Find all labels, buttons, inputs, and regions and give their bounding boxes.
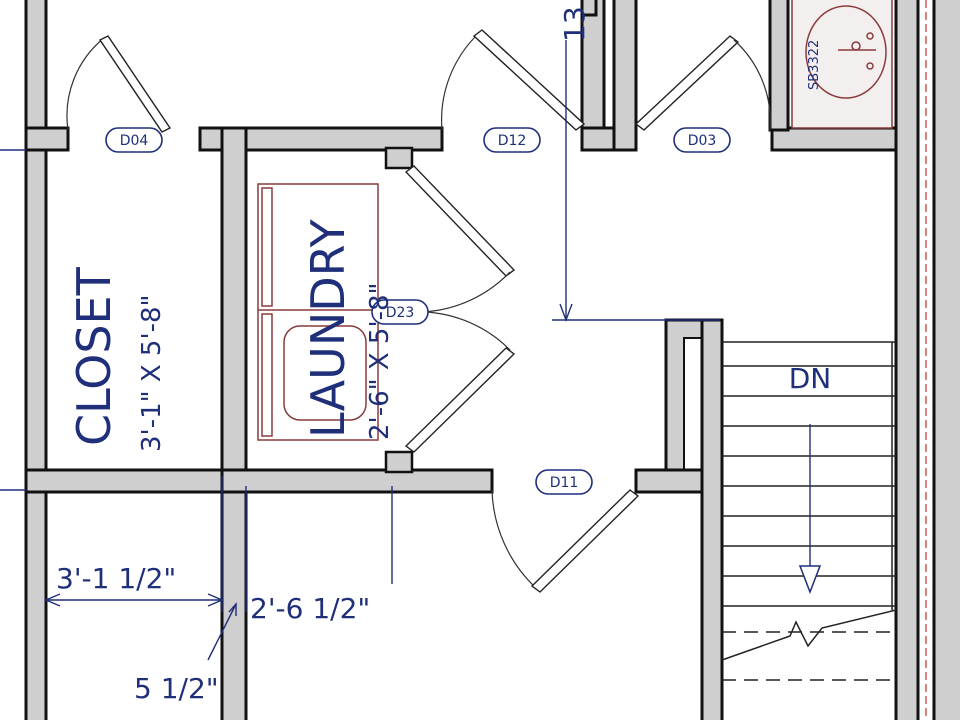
wall-laundry-bottom bbox=[220, 468, 494, 494]
dim-left-width: 3'-1 1/2" bbox=[56, 562, 176, 595]
wall-stub-topleft bbox=[24, 126, 70, 152]
door-tag-d11[interactable]: D11 bbox=[535, 469, 593, 495]
wall-stair-right bbox=[700, 318, 724, 720]
washer-drum-icon bbox=[283, 325, 367, 421]
door-d04-leaf bbox=[98, 35, 172, 133]
door-tag-d04[interactable]: D04 bbox=[105, 127, 163, 153]
dim-top-partial: 13 bbox=[558, 6, 591, 42]
sink-code: SB3322 bbox=[807, 40, 822, 90]
door-tag-d23[interactable]: D23 bbox=[371, 299, 429, 325]
door-d11-leaf bbox=[530, 489, 640, 593]
walls bbox=[24, 0, 960, 720]
room-name-laundry: LAUNDRY bbox=[301, 218, 355, 438]
door-tag-d12[interactable]: D12 bbox=[483, 127, 541, 153]
door-tag-d23-box bbox=[371, 299, 429, 325]
wall-right-inner bbox=[894, 0, 920, 720]
room-labels: CLOSET 3'-1" X 5'-8" LAUNDRY 2'-6" X 5'-… bbox=[67, 218, 395, 452]
door-tag-d23-label: D23 bbox=[386, 305, 415, 321]
dim-laundry-width: 2'-6 1/2" bbox=[250, 592, 370, 625]
wall-closet-bottom bbox=[24, 468, 248, 494]
wall-left bbox=[24, 0, 48, 720]
door-tag-d11-label: D11 bbox=[550, 475, 579, 491]
door-tag-d03-label: D03 bbox=[688, 133, 717, 149]
room-name-closet: CLOSET bbox=[67, 266, 121, 446]
bath-sink: SB3322 bbox=[791, 0, 893, 129]
door-tags: D04 D12 D03 D23 D11 bbox=[105, 127, 731, 495]
stair-arrow-icon bbox=[798, 565, 822, 595]
dimensions: 13 3'-1 1/2" 2'-6 1/2" 5 1/2" bbox=[0, 6, 720, 705]
door-tag-d11-box bbox=[535, 469, 593, 495]
door-d03-swing bbox=[733, 39, 771, 131]
door-d12-leaf bbox=[472, 29, 586, 131]
wall-top-right bbox=[770, 126, 914, 152]
jamb-laundry-bottom bbox=[384, 450, 414, 474]
stairs: DN bbox=[721, 341, 897, 681]
stair-break-line bbox=[721, 609, 897, 661]
wall-right-outer bbox=[932, 0, 960, 720]
door-d11-swing bbox=[491, 489, 537, 589]
washer-panel bbox=[261, 313, 273, 437]
wall-top-mid bbox=[198, 126, 444, 152]
door-tag-d04-label: D04 bbox=[120, 133, 149, 149]
door-tag-d12-label: D12 bbox=[498, 133, 527, 149]
dim-leader bbox=[207, 603, 237, 661]
door-d12-swing bbox=[440, 33, 479, 131]
dryer-panel bbox=[261, 187, 273, 307]
room-size-laundry: 2'-6" X 5'-8" bbox=[365, 283, 395, 441]
stair-direction-label: DN bbox=[789, 362, 832, 395]
sink-bowl bbox=[805, 5, 887, 99]
door-tag-d03[interactable]: D03 bbox=[673, 127, 731, 153]
door-d23-leaf-top bbox=[404, 165, 516, 277]
door-tag-d03-box bbox=[673, 127, 731, 153]
doors bbox=[66, 29, 771, 593]
wall-laundry-left bbox=[220, 126, 248, 720]
jamb-laundry-top bbox=[384, 146, 414, 170]
door-d03-leaf bbox=[634, 35, 740, 131]
dim-arrow-icon bbox=[44, 593, 61, 607]
wall-bath-left bbox=[768, 0, 790, 132]
door-tag-d12-box bbox=[483, 127, 541, 153]
door-tag-d04-box bbox=[105, 127, 163, 153]
sink-knob-icon bbox=[866, 32, 874, 40]
door-d23-leaf-bottom bbox=[404, 347, 516, 453]
wall-d03-left bbox=[612, 0, 638, 152]
room-size-closet: 3'-1" X 5'-8" bbox=[137, 295, 167, 453]
dim-arrow-icon bbox=[228, 602, 237, 616]
dim-wall-thickness: 5 1/2" bbox=[134, 672, 219, 705]
sink-knob-icon bbox=[866, 62, 874, 70]
wall-top-stub bbox=[580, 0, 598, 17]
door-d04-swing-left bbox=[66, 37, 105, 131]
